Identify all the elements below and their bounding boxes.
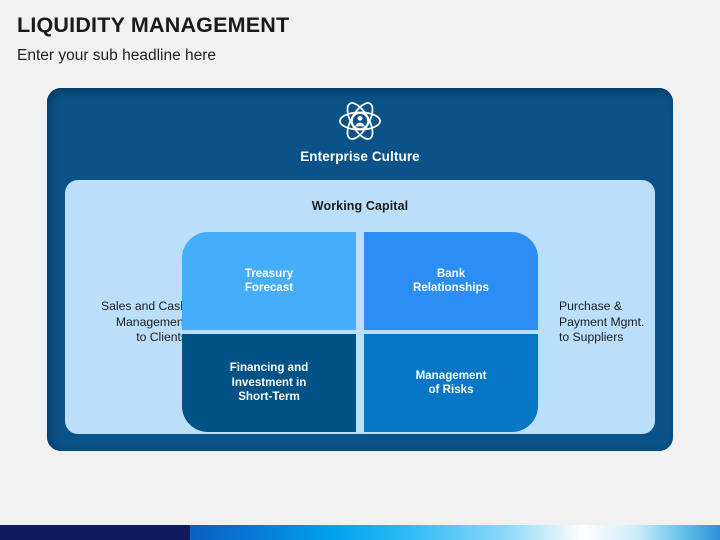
enterprise-culture-header: Enterprise Culture (47, 98, 673, 164)
side-label-purchase-and-payment-mgmt: Purchase & Payment Mgmt. to Suppliers (559, 299, 645, 344)
working-capital-panel: Working Capital Sales and Cash Managemen… (65, 180, 655, 434)
slide-footer-bar (0, 525, 720, 540)
page-title: LIQUIDITY MANAGEMENT (17, 13, 290, 37)
working-capital-quadrant-grid: Treasury Forecast Bank Relationships Fin… (182, 232, 538, 432)
enterprise-culture-panel: Enterprise Culture Working Capital Sales… (47, 88, 673, 451)
quadrant-treasury-forecast[interactable]: Treasury Forecast (182, 232, 356, 330)
footer-bar-gradient-segment (190, 525, 720, 540)
page-subtitle: Enter your sub headline here (17, 46, 217, 64)
slide-header: LIQUIDITY MANAGEMENT Enter your sub head… (17, 13, 697, 64)
quadrant-financing-and-investment-in-short-term[interactable]: Financing and Investment in Short-Term (182, 334, 356, 432)
quadrant-bank-relationships[interactable]: Bank Relationships (364, 232, 538, 330)
atom-person-icon (339, 102, 381, 140)
enterprise-culture-label: Enterprise Culture (300, 149, 420, 164)
footer-bar-navy-segment (0, 525, 190, 540)
working-capital-label: Working Capital (311, 199, 409, 213)
side-label-sales-and-cash-management: Sales and Cash Management to Clients (100, 299, 187, 344)
quadrant-management-of-risks[interactable]: Management of Risks (364, 334, 538, 432)
